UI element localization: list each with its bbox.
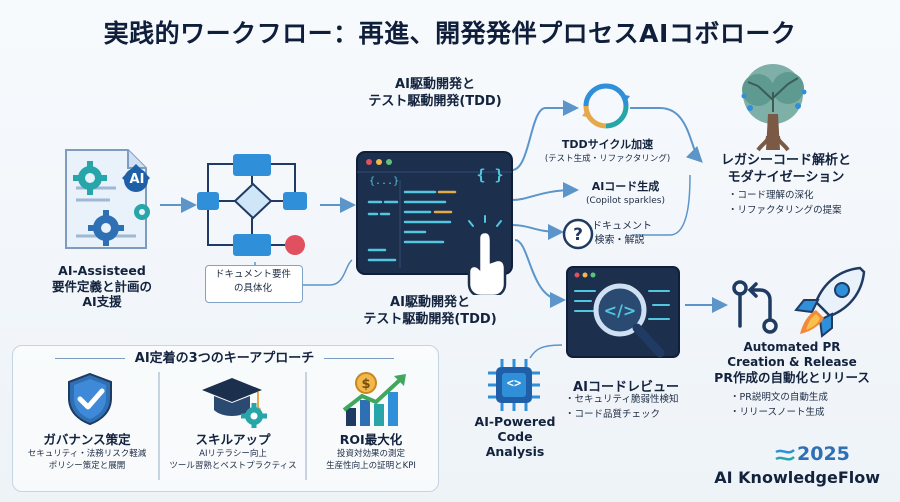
- tdd-cycle-icon: [582, 83, 630, 129]
- arrow-editor-to-tdd: [511, 100, 579, 171]
- divider-1: [158, 372, 160, 480]
- page-title: 実践的ワークフロー：再進、開発発伴プロセスAIコボローク: [103, 19, 797, 48]
- svg-text:</>: </>: [604, 301, 637, 320]
- brand-flow-icon: [775, 449, 795, 461]
- doc-requirements-label: ドキュメント要件 の具体化: [214, 269, 291, 294]
- arrow-doc-to-editor: [301, 259, 353, 286]
- doc-requirements-box: [205, 265, 303, 303]
- roi-growth-icon: $: [342, 372, 406, 426]
- legacy-tree-icon: [741, 64, 807, 152]
- ai-chip-icon: [488, 359, 540, 411]
- editor-brace-right: { }: [476, 166, 504, 184]
- legacy-title: レガシーコード解析と モダナイゼーション: [720, 153, 851, 185]
- pr-bullets: PR説明文の自動生成 リリースノート生成: [730, 390, 828, 420]
- pull-request-icon: [732, 280, 778, 334]
- shield-check-icon: [68, 372, 112, 426]
- chip-glyph: <>: [506, 376, 522, 390]
- arrow-editor-to-docs: [511, 223, 564, 240]
- rocket-icon: [794, 266, 866, 338]
- pr-label: Automated PR Creation & Release PR作成の自動化…: [714, 340, 870, 385]
- divider-2: [305, 372, 307, 480]
- brand-year: 2025: [797, 443, 850, 465]
- review-bullets: セキュリティ脆弱性検知 コード品質チェック: [565, 392, 679, 422]
- arrow-review-to-chip: [529, 344, 563, 359]
- analysis-label: AI-Powered Code Analysis: [474, 414, 556, 459]
- approach-roi: ROI最大化 投資対効果の測定 生産性向上の証明とKPI: [326, 432, 416, 471]
- ai-dev-top-label: AI駆動開発と テスト駆動開発(TDD): [368, 77, 502, 109]
- ai-dev-bottom-label: AI駆動開発と テスト駆動開発(TDD): [363, 295, 497, 327]
- brand-name: AI KnowledgeFlow: [714, 468, 880, 487]
- doc-search-label: ドキュメント 検索・解説: [592, 221, 652, 246]
- code-editor-window: [356, 151, 513, 295]
- code-review-icon: </>: [566, 266, 680, 358]
- approach-governance: ガバナンス策定 セキュリティ・法務リスク軽減 ポリシー策定と展開: [27, 432, 147, 471]
- code-gen-label: AIコード生成 (Copilot sparkles): [586, 180, 665, 206]
- editor-brace-left: {...}: [369, 176, 400, 187]
- svg-text:$: $: [361, 377, 370, 392]
- tdd-cycle-label: TDDサイクル加速 (テスト生成・リファクタリング): [544, 138, 671, 164]
- graduation-cap-icon: [202, 378, 267, 428]
- requirements-document-icon: [65, 149, 150, 249]
- arrow-editor-to-review: [514, 239, 566, 308]
- ai-badge-text: AI: [129, 172, 145, 187]
- question-icon: ?: [562, 218, 594, 250]
- bracket-docs: [632, 174, 691, 236]
- requirements-label: AI-Assisteed 要件定義と計画の AI支援: [51, 263, 152, 309]
- svg-text:?: ?: [573, 225, 583, 245]
- approaches-header: AI定着の3つのキーアプローチ: [12, 347, 437, 366]
- legacy-bullets: コード理解の深化 リファクタリングの提案: [728, 188, 842, 218]
- arrow-tdd-to-legacy: [630, 107, 703, 163]
- flowchart-icon: [197, 154, 307, 256]
- approach-skillup: スキルアップ AIリテラシー向上 ツール習熟とベストプラクティス: [169, 432, 297, 471]
- arrow-editor-to-codegen: [511, 182, 579, 201]
